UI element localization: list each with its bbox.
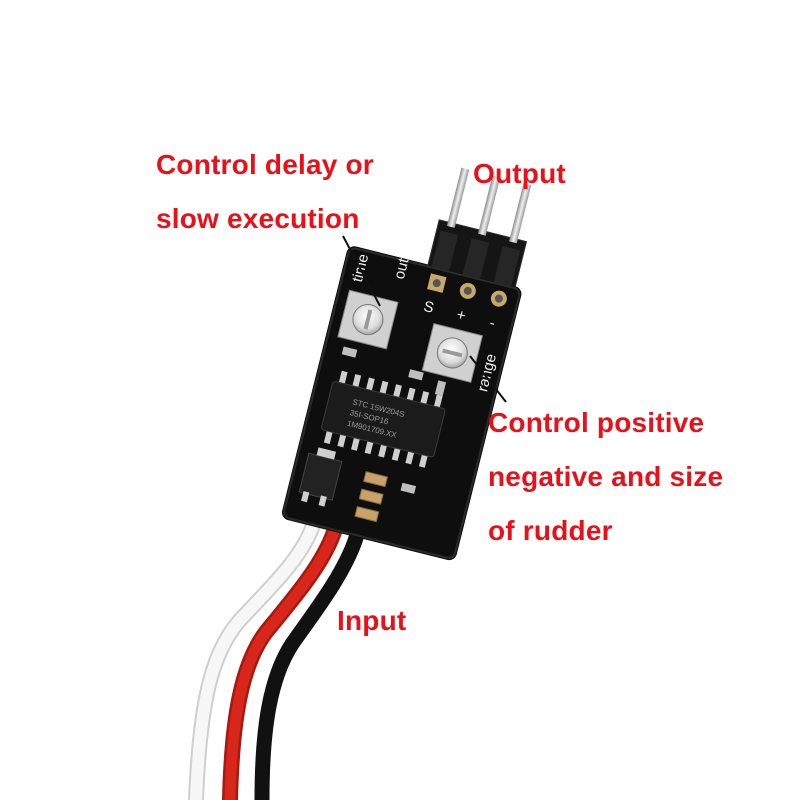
delay-callout-line-1: Control delay or xyxy=(156,149,374,180)
range-callout-line-3: of rudder xyxy=(488,515,613,546)
range-callout-line-1: Control positive xyxy=(488,407,705,438)
input-callout-text: Input xyxy=(337,605,407,636)
range-leader-line xyxy=(469,355,507,403)
pcb-board: time out S + - range xyxy=(281,167,532,561)
delay-leader-line xyxy=(342,235,381,307)
microcontroller-chip: STC 15W204S 35I-SOP16 1M901709.XX xyxy=(321,370,446,468)
time-potentiometer xyxy=(337,289,399,350)
silk-out: out xyxy=(391,256,413,281)
silk-minus: - xyxy=(488,314,497,332)
delay-callout: Control delay or slow execution xyxy=(156,138,374,246)
silk-plus: + xyxy=(455,306,468,325)
input-callout: Input xyxy=(337,594,406,648)
range-callout: Control positive negative and size of ru… xyxy=(488,396,723,558)
output-callout: Output xyxy=(473,147,566,201)
range-potentiometer xyxy=(421,323,484,383)
output-callout-text: Output xyxy=(473,158,566,189)
black-wire xyxy=(254,530,364,800)
input-cable xyxy=(188,520,364,800)
output-pin-header xyxy=(426,167,532,289)
regulator xyxy=(298,447,343,507)
range-callout-line-2: negative and size xyxy=(488,461,724,492)
silk-s: S xyxy=(422,298,436,317)
delay-callout-line-2: slow execution xyxy=(156,203,360,234)
